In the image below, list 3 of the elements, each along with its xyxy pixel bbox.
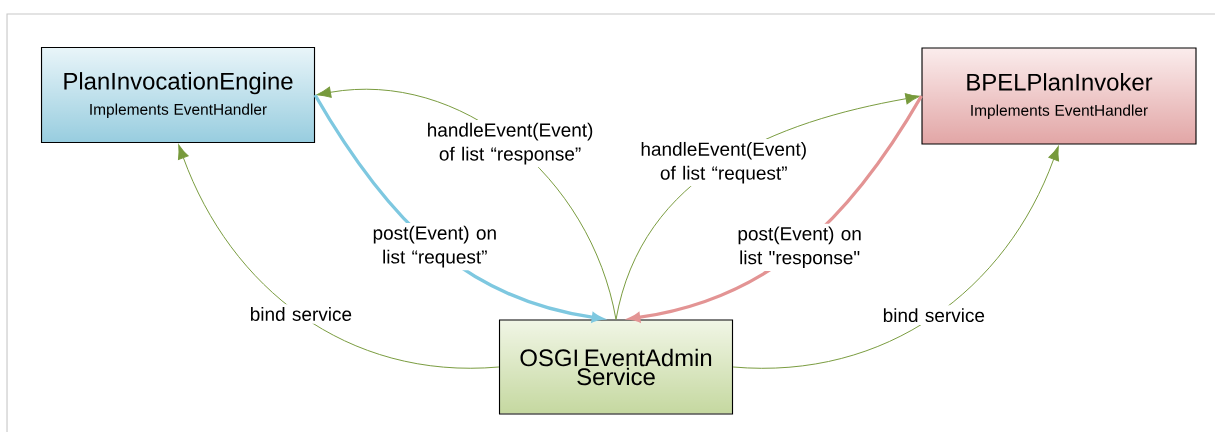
component-box: PlanInvocationEngine Implements EventHandler: [40, 46, 316, 144]
component-box: OSGI EventAdmin Service: [498, 319, 734, 415]
component-box: BPELPlanInvoker Implements EventHandler: [921, 47, 1197, 145]
